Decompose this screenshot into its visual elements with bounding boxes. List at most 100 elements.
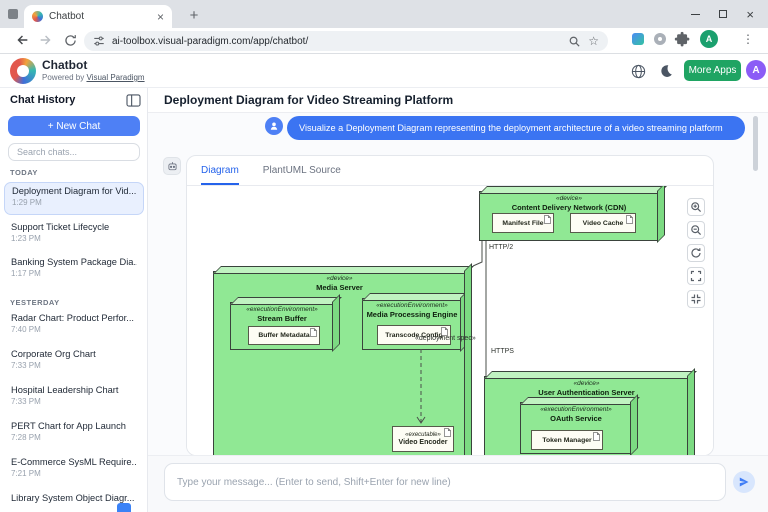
address-bar[interactable]: ai-toolbox.visual-paradigm.com/app/chatb… [84, 31, 608, 51]
person-icon [270, 122, 278, 130]
node-media-processing-engine: «executionEnvironment» Media Processing … [362, 298, 462, 350]
collapse-sidebar-icon[interactable] [126, 94, 142, 108]
artifact-name: Token Manager [542, 436, 592, 444]
maximize-icon[interactable] [719, 10, 728, 18]
browser-profile-avatar[interactable]: A [700, 30, 718, 48]
language-globe-icon[interactable] [630, 63, 647, 80]
artifact-name: Manifest File [502, 219, 544, 227]
powered-by-text: Powered by [42, 73, 87, 82]
page-title: Deployment Diagram for Video Streaming P… [164, 93, 454, 107]
chat-item-library-object[interactable]: Library System Object Diagr... [4, 490, 144, 512]
zoom-indicator-icon[interactable] [568, 35, 581, 48]
forward-button[interactable] [36, 30, 56, 50]
tab-close-icon[interactable]: × [156, 9, 164, 24]
zoom-out-button[interactable] [687, 221, 705, 239]
section-label-yesterday: YESTERDAY [10, 298, 60, 307]
panel-tab-bar: Diagram PlantUML Source [187, 156, 713, 186]
chat-item-time: 7:40 PM [11, 325, 41, 334]
connection-label-https: HTTPS [491, 348, 514, 355]
site-settings-icon[interactable] [93, 35, 105, 47]
stereotype-label: «executionEnvironment» [246, 306, 318, 313]
stereotype-label: «executionEnvironment» [540, 406, 612, 413]
new-tab-button[interactable]: + [189, 7, 199, 24]
extension-icon-2[interactable] [654, 33, 666, 45]
conversation-title-bar: Deployment Diagram for Video Streaming P… [148, 88, 768, 113]
node-name: User Authentication Server [538, 388, 635, 397]
chat-item-title: Support Ticket Lifecycle [11, 222, 110, 232]
artifact-doc-icon [444, 428, 451, 437]
chat-item-org-chart[interactable]: Corporate Org Chart 7:33 PM [4, 346, 144, 379]
chat-item-title: Corporate Org Chart [11, 349, 96, 359]
extension-icon-1[interactable] [632, 33, 644, 45]
send-button[interactable] [733, 471, 755, 493]
fullscreen-button[interactable] [687, 267, 705, 285]
zoom-in-button[interactable] [687, 198, 705, 216]
more-apps-button[interactable]: More Apps [684, 60, 741, 81]
user-avatar [265, 117, 283, 135]
chat-item-title: E-Commerce SysML Require... [11, 457, 137, 467]
sidebar-title: Chat History [10, 94, 76, 106]
chat-item-time: 7:33 PM [11, 397, 41, 406]
message-input[interactable] [164, 463, 726, 501]
browser-tab[interactable]: Chatbot × [24, 5, 172, 28]
site-favicon-icon [32, 11, 43, 22]
chat-item-pert-chart[interactable]: PERT Chart for App Launch 7:28 PM [4, 418, 144, 451]
url-text: ai-toolbox.visual-paradigm.com/app/chatb… [112, 35, 309, 47]
chat-item-title: Library System Object Diagr... [11, 493, 135, 503]
artifact-transcode-config: Transcode Config [377, 325, 451, 345]
dark-mode-moon-icon[interactable] [658, 63, 675, 80]
artifact-video-cache: Video Cache [570, 213, 636, 233]
browser-menu-icon[interactable]: ⋮ [742, 32, 754, 46]
search-chats-input[interactable] [8, 143, 140, 161]
reset-view-button[interactable] [687, 244, 705, 262]
scrollbar-thumb[interactable] [753, 116, 758, 171]
stereotype-label: «device» [573, 380, 600, 387]
close-window-icon[interactable]: × [746, 6, 754, 22]
tab-diagram[interactable]: Diagram [201, 156, 239, 185]
back-button[interactable] [12, 30, 32, 50]
bookmark-star-icon[interactable]: ☆ [588, 34, 599, 48]
artifact-video-encoder: «executable» Video Encoder [392, 426, 454, 452]
chat-item-banking-package[interactable]: Banking System Package Dia... 1:17 PM [4, 254, 144, 287]
app-title: Chatbot [42, 58, 88, 72]
stereotype-label: «executionEnvironment» [376, 302, 448, 309]
chat-item-hospital-chart[interactable]: Hospital Leadership Chart 7:33 PM [4, 382, 144, 415]
chat-item-time: 1:29 PM [12, 198, 42, 207]
browser-tab-strip: Chatbot × + × [0, 0, 768, 28]
chat-item-time: 1:17 PM [11, 269, 41, 278]
chat-item-deployment-diagram[interactable]: Deployment Diagram for Vid... 1:29 PM [4, 182, 144, 215]
minimize-icon[interactable] [691, 13, 701, 15]
node-name: OAuth Service [550, 414, 602, 423]
reload-icon [64, 34, 76, 46]
stereotype-label: «device» [326, 275, 353, 282]
assistant-avatar-button[interactable] [163, 157, 181, 175]
chat-item-title: Banking System Package Dia... [11, 257, 137, 267]
tab-plantuml-source[interactable]: PlantUML Source [262, 165, 341, 176]
chat-item-time: 7:28 PM [11, 433, 41, 442]
new-chat-button[interactable]: + New Chat [8, 116, 140, 136]
node-media-server: «device» Media Server «executionEnvironm… [213, 271, 466, 455]
node-stream-buffer: «executionEnvironment» Stream Buffer Buf… [230, 302, 334, 350]
chat-item-time: 7:21 PM [11, 469, 41, 478]
zoom-in-icon [691, 202, 702, 213]
artifact-buffer-metadata: Buffer Metadata [248, 326, 320, 345]
chat-item-title: Deployment Diagram for Vid... [12, 186, 136, 196]
chat-item-sysml-requirements[interactable]: E-Commerce SysML Require... 7:21 PM [4, 454, 144, 487]
stereotype-label: «executable» [405, 431, 441, 438]
user-account-avatar[interactable]: A [746, 60, 766, 80]
chat-item-radar-chart[interactable]: Radar Chart: Product Perfor... 7:40 PM [4, 310, 144, 343]
chat-item-time: 7:33 PM [11, 361, 41, 370]
section-label-today: TODAY [10, 168, 38, 177]
chat-widget-button[interactable] [117, 503, 131, 512]
diagram-canvas[interactable]: «device» Content Delivery Network (CDN) … [187, 186, 713, 455]
diagram-panel: Diagram PlantUML Source «device» Content… [186, 155, 714, 456]
reload-button[interactable] [60, 30, 80, 50]
chat-item-support-ticket[interactable]: Support Ticket Lifecycle 1:23 PM [4, 219, 144, 252]
node-auth-server: «device» User Authentication Server «exe… [484, 376, 689, 455]
visual-paradigm-link[interactable]: Visual Paradigm [86, 73, 145, 82]
fit-to-screen-button[interactable] [687, 290, 705, 308]
back-arrow-icon [17, 35, 28, 45]
extensions-puzzle-icon[interactable] [674, 31, 690, 47]
artifact-doc-icon [593, 432, 600, 441]
artifact-name: Video Cache [582, 219, 624, 227]
